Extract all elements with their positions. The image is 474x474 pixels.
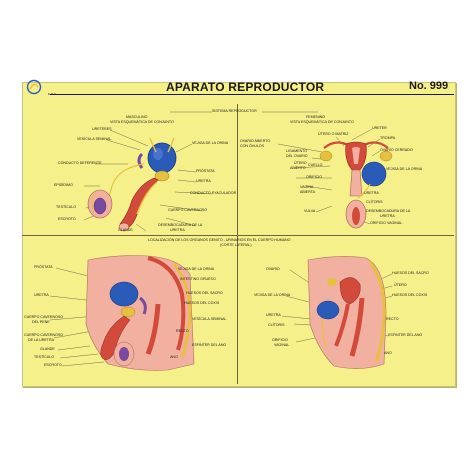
label-ovario-abierto: OVARIO ABIERTO: [240, 139, 271, 143]
label-de-la-uretra: DE LA URETRA: [28, 338, 54, 342]
horizontal-divider: [22, 235, 454, 236]
label-vulva: VULVA: [304, 209, 316, 213]
label-clitoris: CLÍTORIS: [366, 200, 383, 204]
label-conducto-eyaculador: CONDUCTO EYACULADOR: [190, 191, 237, 195]
label-desembocadura-2: URETRA: [170, 228, 185, 232]
vertical-divider: [237, 104, 238, 384]
label-del-pene: DEL PENE: [32, 320, 50, 324]
label-uretra-f: URETRA: [364, 191, 379, 195]
label-esfinter-f: ESFINTER DEL ANO: [388, 333, 423, 337]
label-uretra-b: URETRA: [34, 293, 49, 297]
label-vejiga-b: VEJIGA DE LA ORINA: [178, 267, 215, 271]
label-vejiga: VEJIGA DE LA ORINA: [192, 141, 229, 145]
label-ureter: URETER: [372, 126, 387, 130]
label-vejiga-f: VEJIGA DE LA ORINA: [386, 167, 423, 171]
section-label-bottom-sub: (CORTE LATERAL): [220, 243, 252, 247]
label-testiculo: TESTÍCULO: [56, 205, 77, 209]
label-del-ovario: DEL OVARIO: [286, 154, 308, 158]
label-orificio: ORIFICIO: [306, 175, 322, 179]
label-vesicula-seminal: VESÍCULA SEMINAL: [77, 137, 112, 141]
female-subheading: VISTA ESQUEMÁTICA DE CONJUNTO: [290, 120, 354, 124]
label-ovario-cerrado: OVARIO CERRADO: [380, 148, 413, 152]
label-con-ovulos: CON ÓVULOS: [240, 144, 264, 148]
label-conducto-deferente: CONDUCTO DEFERENTE: [58, 161, 102, 165]
label-orificio-vaginal: ORIFICIO VAGINAL: [370, 221, 403, 225]
label-vesicula-b: VESÍCULA SEMINAL: [192, 317, 227, 321]
label-desembocadura: DESEMBOCADURA DE LA: [158, 223, 203, 227]
label-ligamento: LIGAMENTO: [286, 149, 308, 153]
label-intestino: INTESTINO GRUESO: [180, 277, 216, 281]
chart-number: No. 999: [409, 80, 449, 92]
label-recto-f: RECTO: [386, 317, 399, 321]
section-label-bottom: LOCALIZACIÓN DE LOS ORGANOS GENITO - URI…: [148, 238, 291, 242]
label-uretra-fb: URETRA: [266, 313, 281, 317]
label-cuerpo-cavernoso-b2: CUERPO CAVERNOSO: [24, 333, 64, 337]
label-glande-b: GLANDE: [40, 347, 55, 351]
male-subheading: VISTA ESQUEMÁTICA DE CONJUNTO: [110, 120, 174, 124]
female-heading: FEMENINO: [306, 115, 325, 119]
label-sacro: HUESOS DEL SACRO: [186, 291, 223, 295]
female-lateral-section: [307, 256, 387, 369]
label-cuerpo-cavernoso: CUERPO CAVERNOSO: [168, 208, 208, 212]
label-utero-b: ÚTERO: [394, 283, 407, 287]
label-sacro-f: HUESOS DEL SACRO: [392, 271, 429, 275]
label-escroto: ESCROTO: [58, 217, 76, 221]
label-vejiga-fb: VEJIGA DE LA ORINA: [254, 293, 291, 297]
label-ano: ANO: [170, 355, 178, 359]
label-coxis-f: HUESOS DEL COXIS: [392, 293, 428, 297]
male-heading: MASCULINO: [126, 115, 148, 119]
label-orificio-b: ORIFICIO: [272, 338, 288, 342]
section-label-top: SISTEMA REPRODUCTOR: [212, 109, 257, 113]
label-glande: GLANDE: [118, 228, 133, 232]
label-epididimo: EPIDÍDIMO: [54, 183, 73, 187]
label-vagina-abierta: VAGINA: [300, 185, 314, 189]
label-ovario-b: OVARIO: [266, 267, 280, 271]
female-reproductive-schematic: [319, 141, 393, 229]
label-vagina-abierta-2: ABIERTA: [300, 190, 316, 194]
label-desembocadura-f: DESEMBOCADURA DE LA: [366, 209, 411, 213]
label-vaginal-b: VAGINAL: [274, 343, 290, 347]
label-testiculo-b: TESTÍCULO: [34, 355, 55, 359]
label-prostata: PRÓSTATA: [196, 169, 215, 173]
label-escroto-b: ESCROTO: [44, 363, 62, 367]
label-coxis: HUESOS DEL COXIS: [184, 301, 220, 305]
label-utero-abierto-2: ABIERTO: [290, 166, 306, 170]
male-lateral-section: [85, 255, 195, 371]
title-underline: [50, 94, 454, 95]
label-ano-f: ANO: [384, 351, 392, 355]
label-clitoris-b: CLÍTORIS: [268, 323, 285, 327]
label-utero-matriz: ÚTERO O MATRIZ: [318, 132, 349, 136]
page-title: APARATO REPRODUCTOR: [166, 80, 325, 94]
label-uretra: URETRA: [196, 179, 211, 183]
label-trompa: TROMPA: [380, 136, 396, 140]
label-esfinter: ESFINTER DEL ANO: [192, 343, 227, 347]
publisher-logo: [26, 79, 42, 95]
label-desembocadura-f2: URETRA: [380, 214, 395, 218]
label-utero-abierto: ÚTERO: [294, 161, 307, 165]
label-cuello: CUELLO: [308, 163, 323, 167]
label-recto: RECTO: [176, 329, 189, 333]
male-reproductive-schematic: [87, 137, 177, 232]
label-cuerpo-cavernoso-b: CUERPO CAVERNOSO: [24, 315, 64, 319]
label-ureteres: URETERES: [92, 127, 112, 131]
label-prostata-b: PRÓSTATA: [34, 265, 53, 269]
